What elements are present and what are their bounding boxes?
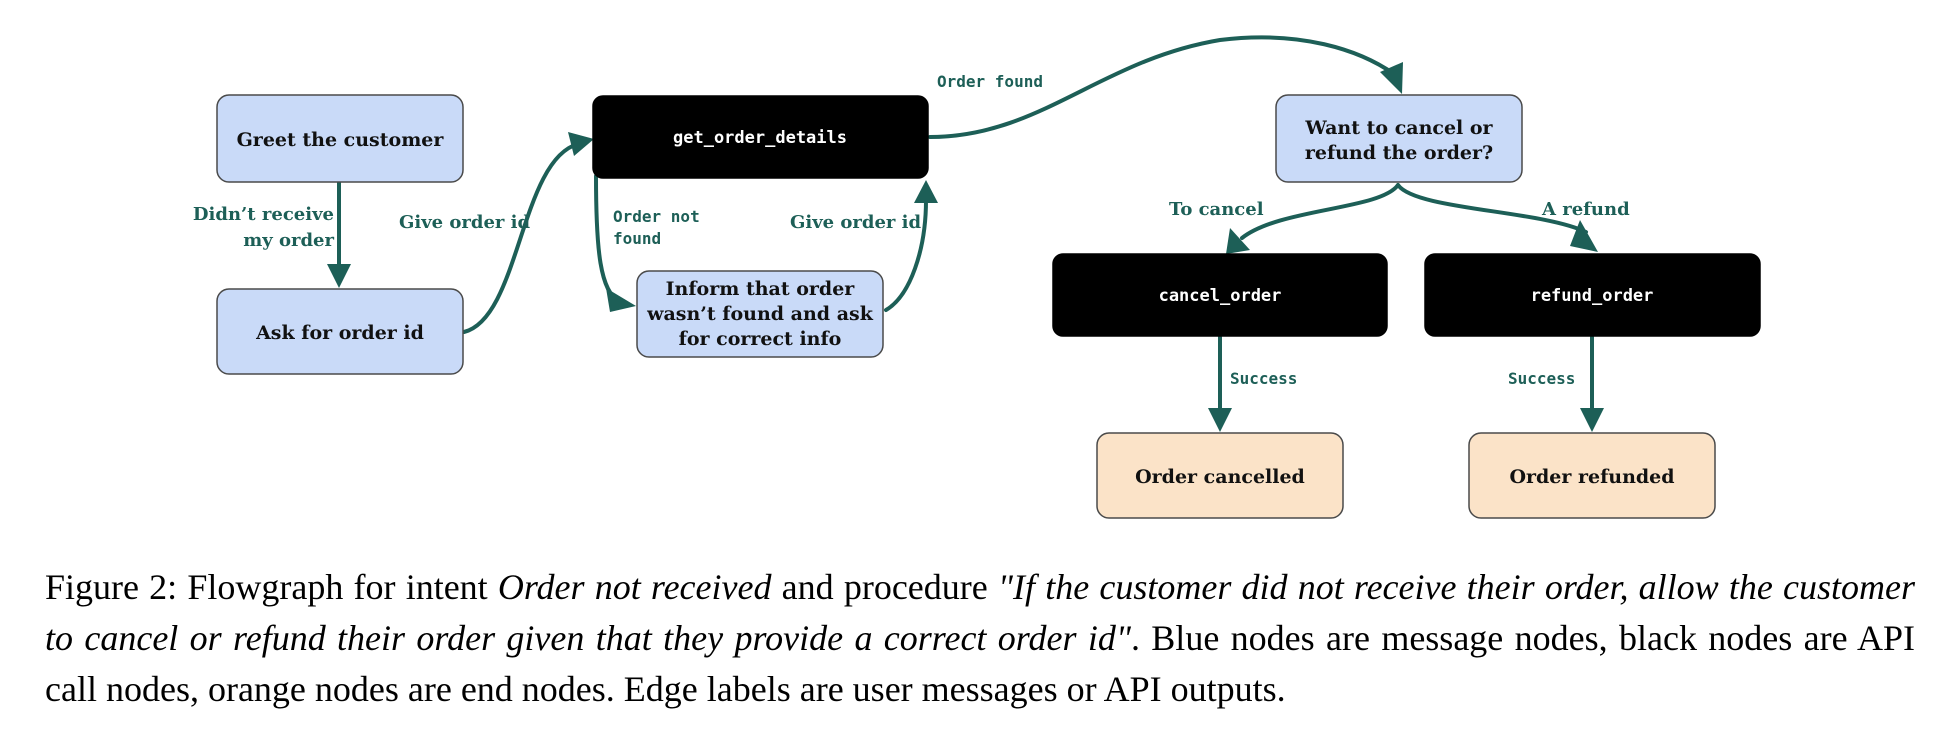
edge-label-a-refund: A refund — [1541, 199, 1630, 220]
node-label: refund_order — [1531, 286, 1654, 306]
edge-label-success-refund: Success — [1508, 369, 1575, 388]
edge-label-give-order-id-1: Give order id — [399, 212, 531, 233]
arrowhead-give-id-2 — [914, 180, 938, 203]
node-label: cancel_order — [1159, 286, 1282, 306]
node-greet-the-customer: Greet the customer — [216, 94, 464, 183]
node-order-refunded: Order refunded — [1468, 432, 1716, 519]
node-get-order-details: get_order_details — [592, 95, 929, 179]
edges — [327, 35, 1604, 432]
edge-label-order-found: Order found — [937, 72, 1043, 91]
edge-label-order-not-found-line-1: Order not — [613, 207, 700, 226]
node-label-line-3: for correct info — [679, 328, 842, 350]
edge-a-refund — [1396, 183, 1588, 234]
node-label: Order cancelled — [1135, 466, 1305, 488]
node-ask-for-order-id: Ask for order id — [216, 288, 464, 375]
edge-label-success-cancel: Success — [1230, 369, 1297, 388]
node-want-to-cancel-or-refund: Want to cancel or refund the order? — [1275, 94, 1523, 183]
node-refund-order: refund_order — [1424, 253, 1761, 337]
arrowhead-to-cancel — [1226, 228, 1250, 254]
node-label-line-1: Inform that order — [666, 278, 856, 300]
node-label-line-1: Want to cancel or — [1304, 117, 1493, 139]
caption-text-2: and procedure — [771, 567, 998, 607]
figure-caption: Figure 2: Flowgraph for intent Order not… — [45, 562, 1915, 715]
edge-to-cancel — [1240, 183, 1400, 240]
caption-text-1: Flowgraph for intent — [177, 567, 498, 607]
edge-label-didnt-receive-line-2: my order — [243, 230, 334, 251]
node-label: Order refunded — [1509, 466, 1674, 488]
procedure-text: "If the customer did not receive their o… — [45, 567, 1916, 658]
caption-text-3: . Blue nodes are message nodes, black no… — [45, 618, 1915, 709]
arrowhead-give-id-1 — [568, 132, 594, 156]
node-inform-not-found: Inform that order wasn’t found and ask f… — [636, 270, 884, 358]
edge-labels: Didn’t receive my order Give order id Or… — [193, 72, 1630, 388]
node-cancel-order: cancel_order — [1052, 253, 1388, 337]
flowgraph-diagram: Greet the customer Ask for order id get_… — [193, 35, 1761, 519]
node-label-line-2: wasn’t found and ask — [646, 303, 874, 325]
node-label: Greet the customer — [237, 129, 445, 151]
node-label-line-2: refund the order? — [1305, 142, 1493, 164]
figure-label: Figure 2: — [45, 567, 178, 607]
edge-order-found — [928, 35, 1396, 139]
arrowhead-didnt-receive — [327, 264, 351, 288]
nodes: Greet the customer Ask for order id get_… — [216, 94, 1761, 519]
edge-label-give-order-id-2: Give order id — [790, 212, 922, 233]
edge-label-order-not-found-line-2: found — [613, 229, 661, 248]
node-order-cancelled: Order cancelled — [1096, 432, 1344, 519]
node-label: get_order_details — [673, 128, 847, 148]
node-label: Ask for order id — [255, 322, 424, 344]
arrowhead-a-refund — [1570, 220, 1598, 252]
edge-label-didnt-receive-line-1: Didn’t receive — [193, 204, 334, 225]
intent-name: Order not received — [497, 567, 772, 607]
edge-label-to-cancel: To cancel — [1169, 199, 1264, 220]
arrowhead-order-found — [1380, 62, 1403, 94]
arrowhead-success-cancel — [1208, 408, 1232, 432]
edge-give-id-1 — [462, 142, 580, 334]
edge-give-id-2 — [884, 198, 928, 312]
arrowhead-order-not-found — [606, 288, 636, 312]
arrowhead-success-refund — [1580, 408, 1604, 432]
